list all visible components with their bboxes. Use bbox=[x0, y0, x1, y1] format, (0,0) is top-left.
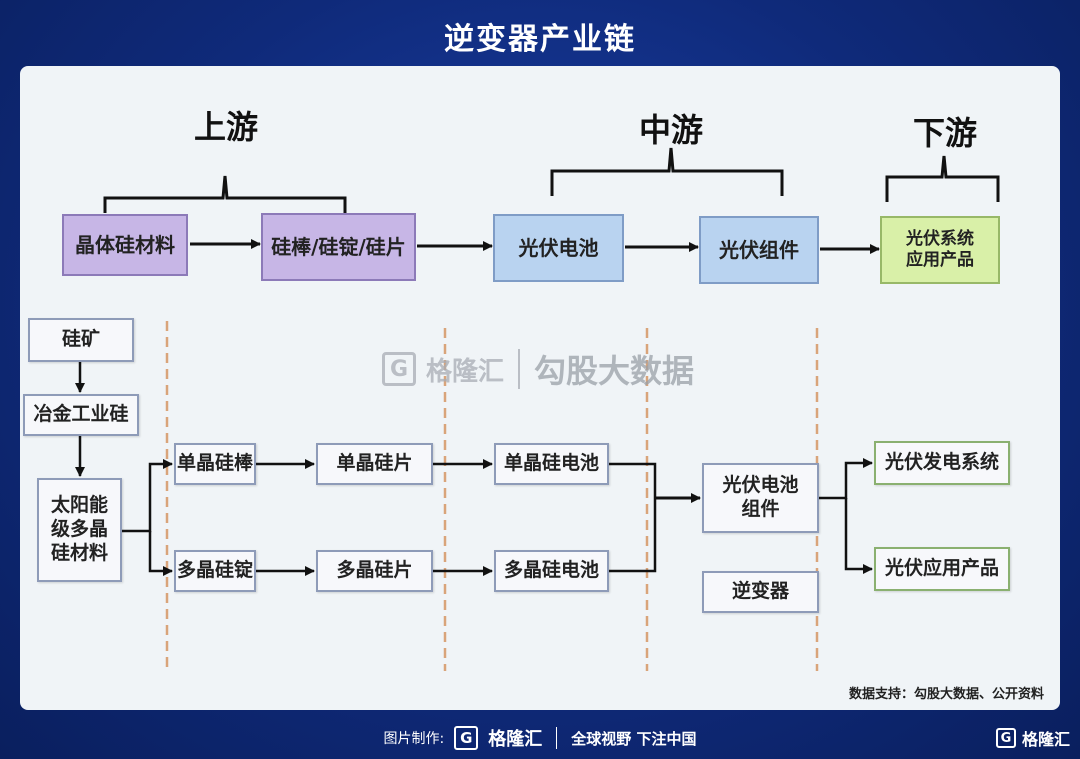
pv-system-line1: 光伏系统 bbox=[906, 228, 974, 249]
footer-label: 图片制作: bbox=[383, 731, 445, 747]
box-mono-cell: 单晶硅电池 bbox=[494, 443, 609, 485]
footer-logo-icon: G bbox=[454, 726, 479, 750]
footer-brand: 格隆汇 bbox=[488, 729, 543, 750]
box-metallurgical-silicon: 冶金工业硅 bbox=[23, 394, 139, 436]
box-solar-grade-silicon: 太阳能 级多晶 硅材料 bbox=[37, 478, 122, 582]
upstream-bracket bbox=[103, 175, 347, 213]
stage-upstream: 上游 bbox=[193, 108, 258, 146]
box-poly-cell: 多晶硅电池 bbox=[494, 550, 609, 592]
connector-layer bbox=[75, 147, 1000, 671]
module-line2: 组件 bbox=[741, 498, 780, 520]
box-poly-wafer: 多晶硅片 bbox=[316, 550, 433, 592]
box-mono-wafer: 单晶硅片 bbox=[316, 443, 433, 485]
box-inverter: 逆变器 bbox=[702, 571, 819, 613]
solar-grade-line3: 硅材料 bbox=[50, 541, 108, 564]
stage-midstream: 中游 bbox=[638, 111, 703, 149]
box-pv-system: 光伏系统 应用产品 bbox=[880, 216, 1000, 284]
diagram-panel: 上游 中游 下游 晶体硅材料 硅棒/硅锭/硅片 光伏电池 光伏组件 光伏系统 应… bbox=[20, 66, 1060, 710]
corner-brand-text: 格隆汇 bbox=[1021, 730, 1070, 749]
source-note: 数据支持：勾股大数据、公开资料 bbox=[848, 687, 1044, 702]
box-mono-rod: 单晶硅棒 bbox=[174, 443, 256, 485]
footer-separator bbox=[556, 727, 558, 749]
box-rod-ingot-wafer: 硅棒/硅锭/硅片 bbox=[261, 213, 416, 281]
corner-brand: G 格隆汇 bbox=[995, 726, 1070, 750]
watermark-text: 勾股大数据 bbox=[534, 352, 695, 390]
box-pv-power-system: 光伏发电系统 bbox=[874, 441, 1010, 485]
box-crystal-silicon: 晶体硅材料 bbox=[62, 214, 188, 276]
footer: 图片制作: G 格隆汇 全球视野 下注中国 bbox=[0, 722, 1080, 754]
solar-grade-line1: 太阳能 bbox=[50, 494, 108, 517]
downstream-bracket bbox=[885, 155, 1000, 202]
box-poly-ingot: 多晶硅锭 bbox=[174, 550, 256, 592]
box-pv-module: 光伏组件 bbox=[699, 216, 819, 284]
footer-slogan: 全球视野 下注中国 bbox=[571, 729, 697, 748]
box-silicon-ore: 硅矿 bbox=[28, 318, 134, 362]
box-pv-cell: 光伏电池 bbox=[493, 214, 624, 282]
midstream-bracket bbox=[550, 147, 784, 196]
module-line1: 光伏电池 bbox=[722, 474, 799, 497]
page-title: 逆变器产业链 bbox=[444, 22, 636, 57]
box-pv-application-product: 光伏应用产品 bbox=[874, 547, 1010, 591]
watermark-separator bbox=[518, 349, 521, 389]
solar-grade-line2: 级多晶 bbox=[50, 518, 108, 541]
stage-downstream: 下游 bbox=[912, 114, 977, 152]
box-pv-module-detail: 光伏电池 组件 bbox=[702, 463, 819, 533]
corner-logo-icon: G bbox=[995, 728, 1016, 748]
watermark-brand: 格隆汇 bbox=[426, 356, 505, 387]
pv-system-line2: 应用产品 bbox=[906, 250, 974, 270]
watermark: G 格隆汇 勾股大数据 bbox=[382, 346, 694, 392]
watermark-logo-icon: G bbox=[382, 352, 416, 386]
